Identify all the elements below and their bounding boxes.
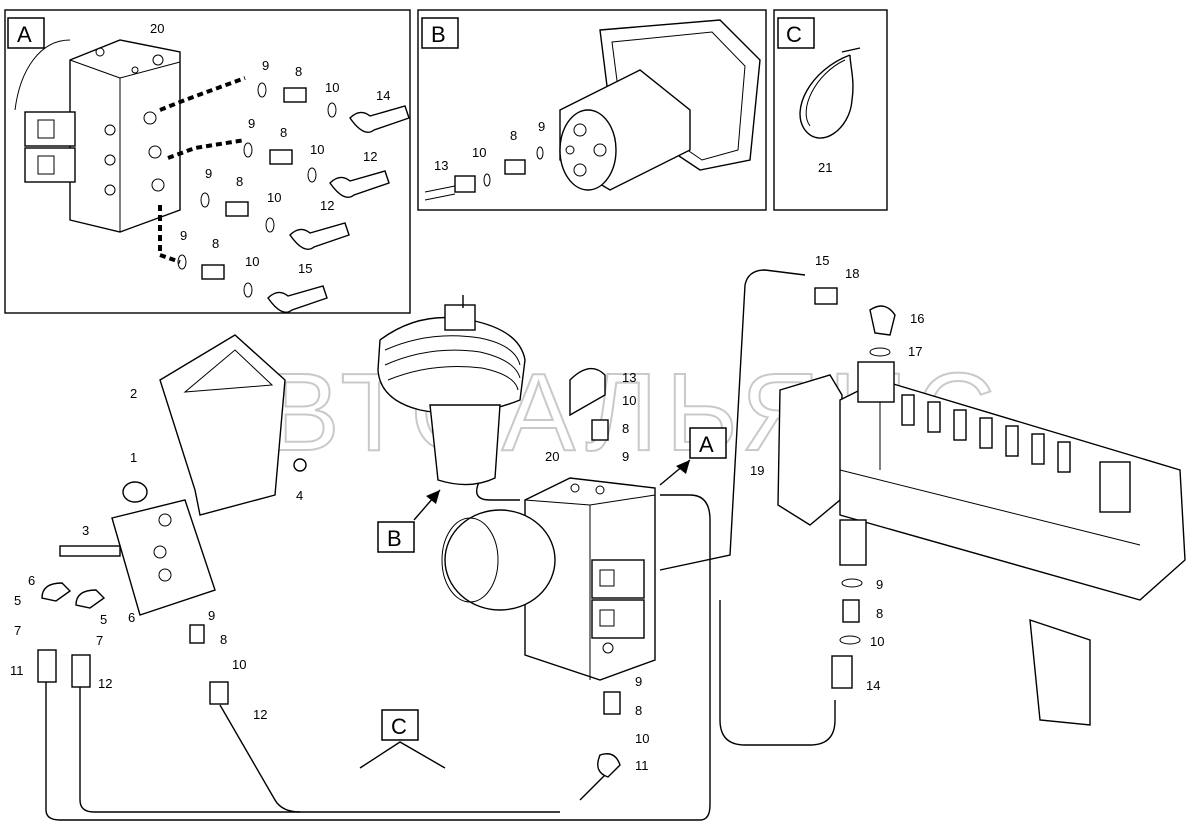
label-main-20: 20 — [545, 449, 559, 464]
svg-text:C: C — [391, 714, 407, 739]
label-a-8b: 8 — [280, 125, 287, 140]
label-a-14: 14 — [376, 88, 390, 103]
joystick-assembly — [377, 295, 526, 486]
joystick-boot-b — [559, 19, 761, 191]
fitting-row-4 — [177, 254, 328, 313]
panel-a-tag: A — [17, 22, 32, 47]
label-main-6b: 6 — [128, 610, 135, 625]
valve-block-a — [14, 39, 181, 233]
label-main-7: 7 — [14, 623, 21, 638]
label-b-13: 13 — [434, 158, 448, 173]
panel-a: A — [4, 9, 411, 314]
label-main-5b: 5 — [100, 612, 107, 627]
fittings-b — [424, 146, 544, 201]
panel-c-tag-box — [777, 17, 815, 49]
svg-text:B: B — [387, 526, 402, 551]
label-main-5: 5 — [14, 593, 21, 608]
label-a-9c: 9 — [205, 166, 212, 181]
svg-text:A: A — [699, 432, 714, 457]
cable-tie-c — [799, 47, 861, 139]
label-c-21: 21 — [818, 160, 832, 175]
label-main-10e: 10 — [870, 634, 884, 649]
label-main-17: 17 — [908, 344, 922, 359]
label-main-1: 1 — [130, 450, 137, 465]
label-a-10b: 10 — [310, 142, 324, 157]
label-main-11b: 11 — [635, 758, 649, 773]
label-main-9c: 9 — [622, 449, 629, 464]
label-main-14: 14 — [866, 678, 880, 693]
label-main-9d: 9 — [635, 674, 642, 689]
label-a-10d: 10 — [245, 254, 259, 269]
label-a-8d: 8 — [212, 236, 219, 251]
label-b-10: 10 — [472, 145, 486, 160]
label-main-8c: 8 — [622, 421, 629, 436]
label-a-12: 12 — [363, 149, 377, 164]
label-main-9e: 9 — [876, 577, 883, 592]
fitting-row-2 — [243, 142, 390, 198]
label-main-19: 19 — [750, 463, 764, 478]
label-main-16: 16 — [910, 311, 924, 326]
label-main-10d: 10 — [635, 731, 649, 746]
panel-c: C 21 — [773, 9, 888, 211]
label-a-9d: 9 — [180, 228, 187, 243]
label-main-8e: 8 — [876, 606, 883, 621]
fitting-row-1 — [257, 82, 410, 133]
label-a-8: 8 — [295, 64, 302, 79]
label-main-7b: 7 — [96, 633, 103, 648]
panel-b-tag-box — [421, 17, 459, 49]
label-b-9: 9 — [538, 119, 545, 134]
label-a-9b: 9 — [248, 116, 255, 131]
label-main-10c: 10 — [622, 393, 636, 408]
label-main-4: 4 — [296, 488, 303, 503]
label-main-2: 2 — [130, 386, 137, 401]
label-main-10: 10 — [232, 657, 246, 672]
label-main-8: 8 — [220, 632, 227, 647]
panel-a-tag-box — [7, 17, 45, 49]
panel-b: B 13 10 8 9 — [417, 9, 767, 211]
label-main-12: 12 — [98, 676, 112, 691]
view-indicator-c: C — [359, 709, 446, 769]
label-a-9: 9 — [262, 58, 269, 73]
label-main-3: 3 — [82, 523, 89, 538]
view-indicator-b: B — [377, 489, 441, 553]
bracket-assembly — [37, 334, 307, 705]
valve-block-main — [441, 367, 656, 778]
label-b-8: 8 — [510, 128, 517, 143]
label-main-11: 11 — [10, 663, 24, 678]
hose-lines — [45, 269, 836, 821]
label-main-9: 9 — [208, 608, 215, 623]
label-a-8c: 8 — [236, 174, 243, 189]
label-main-6: 6 — [28, 573, 35, 588]
view-indicator-a: A — [659, 427, 727, 486]
label-main-8d: 8 — [635, 703, 642, 718]
label-main-12b: 12 — [253, 707, 267, 722]
label-a-15: 15 — [298, 261, 312, 276]
label-a-10: 10 — [325, 80, 339, 95]
label-a-20: 20 — [150, 21, 164, 36]
label-main-18: 18 — [845, 266, 859, 281]
fitting-row-3 — [200, 192, 350, 250]
spool-levers — [901, 394, 1071, 473]
control-valve-assembly — [777, 287, 1186, 726]
label-a-12b: 12 — [320, 198, 334, 213]
panel-b-tag: B — [431, 22, 446, 47]
label-main-13: 13 — [622, 370, 636, 385]
panel-c-tag: C — [786, 22, 802, 47]
label-a-10c: 10 — [267, 190, 281, 205]
label-main-15: 15 — [815, 253, 829, 268]
